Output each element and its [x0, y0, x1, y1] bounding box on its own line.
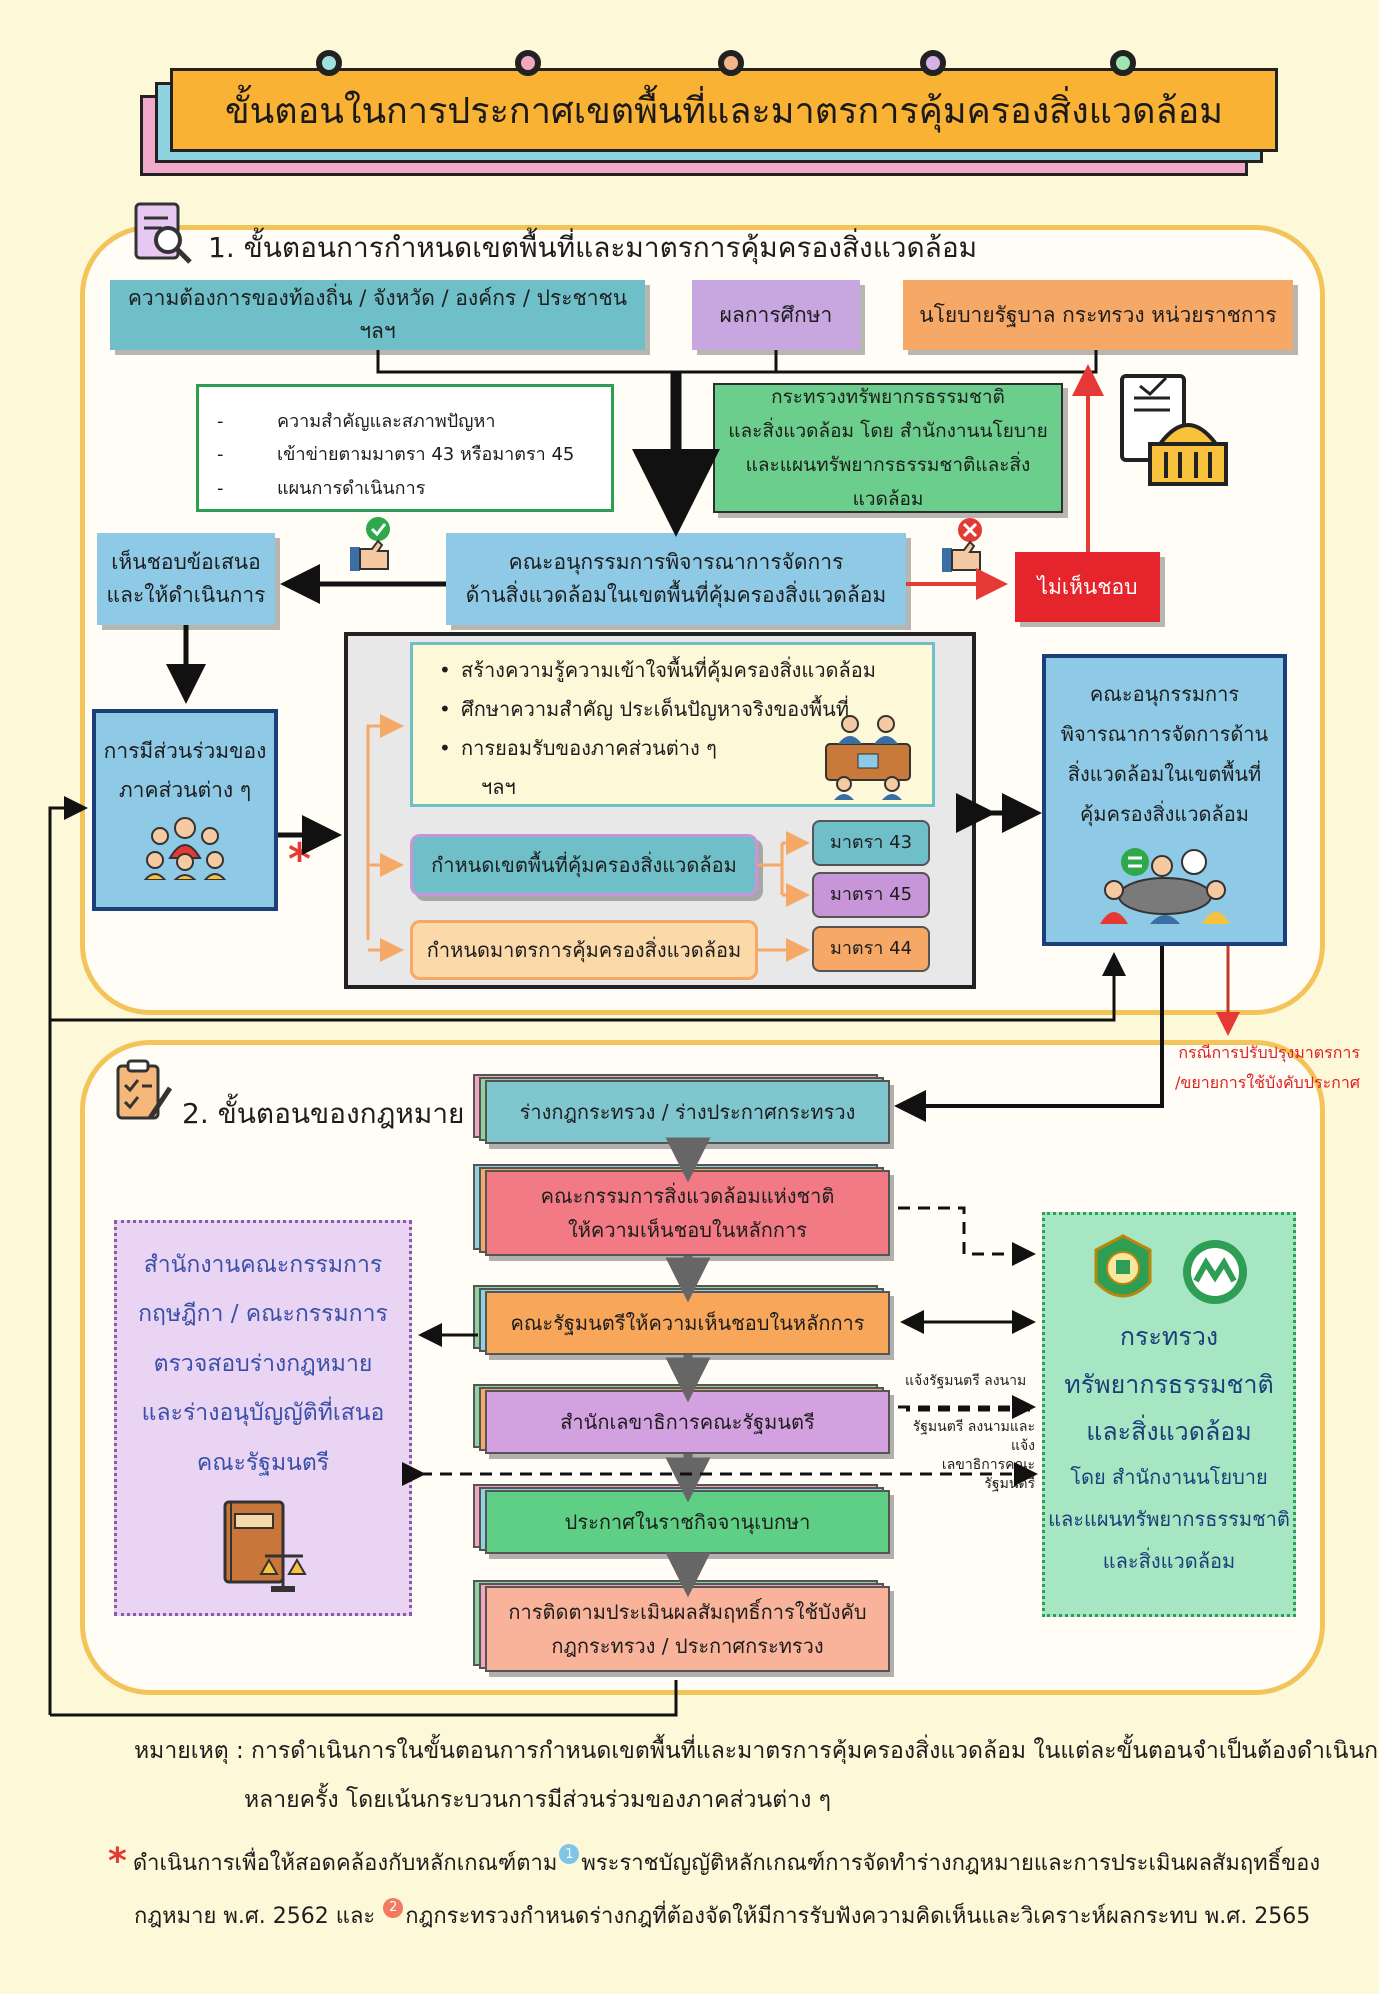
ministry-small-line: และสิ่งแวดล้อม: [1102, 1548, 1236, 1573]
gov-policy-box: นโยบายรัฐบาล กระทรวง หน่วยราชการ: [903, 280, 1293, 350]
ministry-small-line: และแผนทรัพยากรธรรมชาติ: [1048, 1506, 1290, 1531]
footnote-number-badge: 2: [383, 1897, 404, 1918]
section2-heading: 2. ขั้นตอนของกฎหมาย: [182, 1097, 465, 1130]
council-line: ตรวจสอบร่างกฎหมาย: [153, 1350, 373, 1377]
revision-note-line: กรณีการปรับปรุงมาตรการ: [1178, 1043, 1360, 1062]
council-line: สำนักงานคณะกรรมการ: [143, 1252, 383, 1278]
council-box: สำนักงานคณะกรรมการ กฤษฎีกา / คณะกรรมการ …: [114, 1220, 412, 1616]
footnote-line-2: กฎหมาย พ.ศ. 2562 และ 2 กฎกระทรวงกำหนดร่า…: [134, 1897, 1311, 1933]
ministry-box: กระทรวงทรัพยากรธรรมชาติ และสิ่งแวดล้อม โ…: [713, 383, 1063, 513]
section44-box: มาตรา 44: [812, 926, 930, 972]
criteria-item: เข้าข่ายตามมาตรา 43 หรือมาตรา 45: [277, 444, 575, 466]
criteria-item: แผนการดำเนินการ: [277, 477, 426, 499]
law-step-text: ร่างกฎกระทรวง / ร่างประกาศกระทรวง: [485, 1080, 890, 1144]
ring-decoration: [920, 50, 946, 76]
revision-note-line: /ขยายการใช้บังคับประกาศ: [1175, 1073, 1360, 1093]
subcommittee-line: คณะอนุกรรมการพิจารณาการจัดการ: [508, 550, 844, 575]
checklist-icon: [112, 1058, 174, 1124]
ring-decoration: [1110, 50, 1136, 76]
bullet-item: สร้างความรู้ความเข้าใจพื้นที่คุ้มครองสิ่…: [439, 651, 932, 690]
ring-decoration: [718, 50, 744, 76]
ministry-right-box: กระทรวง ทรัพยากรธรรมชาติ และสิ่งแวดล้อม …: [1042, 1212, 1296, 1617]
ministry-line: กระทรวงทรัพยากรธรรมชาติ: [771, 385, 1005, 408]
subcommittee-right-line: พิจารณาการจัดการด้าน: [1060, 722, 1269, 746]
bullet-item: การยอมรับของภาคส่วนต่าง ๆ: [439, 729, 932, 768]
logos-row: [1088, 1231, 1250, 1313]
section1-heading: 1. ขั้นตอนการกำหนดเขตพื้นที่และมาตรการคุ…: [208, 231, 978, 264]
footnote-text: พระราชบัญญัติหลักเกณฑ์การจัดทำร่างกฎหมาย…: [581, 1850, 1321, 1876]
council-line: และร่างอนุบัญญัติที่เสนอ: [141, 1400, 385, 1427]
ring-decoration: [515, 50, 541, 76]
approve-line: และให้ดำเนินการ: [106, 583, 266, 607]
footnote-line-1: * ดำเนินการเพื่อให้สอดคล้องกับหลักเกณฑ์ต…: [108, 1844, 1320, 1880]
participation-line: การมีส่วนร่วมของ: [103, 739, 267, 763]
subcommittee-right-line: สิ่งแวดล้อมในเขตพื้นที่: [1067, 762, 1262, 786]
law-step-text: ให้ความเห็นชอบในหลักการ: [567, 1218, 807, 1242]
criteria-item: ความสำคัญและสภาพปัญหา: [277, 411, 496, 432]
criteria-box: -ความสำคัญและสภาพปัญหา -เข้าข่ายตามมาตรา…: [196, 384, 614, 512]
subcommittee-right-line: คณะอนุกรรมการ: [1089, 682, 1240, 706]
bullets-box: สร้างความรู้ความเข้าใจพื้นที่คุ้มครองสิ่…: [410, 642, 935, 807]
council-line: คณะรัฐมนตรี: [196, 1449, 330, 1476]
law-book-icon: [213, 1496, 313, 1596]
search-doc-icon: [128, 200, 198, 266]
onep-logo-icon: [1180, 1237, 1250, 1307]
footnote-text: ดำเนินการเพื่อให้สอดคล้องกับหลักเกณฑ์ตาม: [132, 1850, 558, 1876]
law-step-text: คณะกรรมการสิ่งแวดล้อมแห่งชาติ: [540, 1184, 835, 1208]
footnote-number-badge: 1: [559, 1844, 580, 1864]
people-group-icon: [140, 810, 230, 881]
subcommittee-box: คณะอนุกรรมการพิจารณาการจัดการ ด้านสิ่งแว…: [446, 533, 906, 625]
law-step-text: การติดตามประเมินผลสัมฤทธิ์การใช้บังคับ: [508, 1600, 867, 1624]
law-step-1: ร่างกฎกระทรวง / ร่างประกาศกระทรวง: [473, 1074, 890, 1144]
subcommittee-right-box: คณะอนุกรรมการ พิจารณาการจัดการด้าน สิ่งแ…: [1042, 654, 1287, 946]
document-building-icon: [1110, 370, 1230, 490]
law-step-text: กฎกระทรวง / ประกาศกระทรวง: [551, 1634, 824, 1658]
bullet-item-etc: ฯลฯ: [481, 775, 516, 799]
define-measures-box: กำหนดมาตรการคุ้มครองสิ่งแวดล้อม: [410, 920, 758, 980]
section45-box: มาตรา 45: [812, 872, 930, 918]
ministry-line: และสิ่งแวดล้อม โดย สำนักงานนโยบาย: [728, 419, 1048, 442]
ring-decoration: [316, 50, 342, 76]
note-line-2: หลายครั้ง โดยเน้นกระบวนการมีส่วนร่วมของภ…: [244, 1787, 831, 1813]
title-banner: ขั้นตอนในการประกาศเขตพื้นที่และมาตรการคุ…: [170, 68, 1278, 152]
reject-hand-icon: [940, 516, 986, 580]
law-step-6: การติดตามประเมินผลสัมฤทธิ์การใช้บังคับ ก…: [473, 1580, 890, 1672]
note-line-1: หมายเหตุ : การดำเนินการในขั้นตอนการกำหนด…: [134, 1733, 1379, 1769]
revision-note: กรณีการปรับปรุงมาตรการ /ขยายการใช้บังคับ…: [1170, 1038, 1360, 1099]
section43-box: มาตรา 43: [812, 820, 930, 866]
participation-line: ภาคส่วนต่าง ๆ: [118, 777, 252, 802]
study-results-box: ผลการศึกษา: [692, 280, 860, 350]
ministry-seal-icon: [1088, 1234, 1158, 1310]
ministry-big-line: กระทรวง: [1119, 1322, 1219, 1351]
bullet-item: ศึกษาความสำคัญ ประเด็นปัญหาจริงของพื้นที…: [439, 690, 932, 729]
subcommittee-right-line: คุ้มครองสิ่งแวดล้อม: [1080, 802, 1249, 826]
minister-sign-line: รัฐมนตรี ลงนามและแจ้ง: [912, 1419, 1035, 1454]
note-label: หมายเหตุ :: [134, 1738, 244, 1764]
thumbs-up-icon: [348, 515, 394, 579]
note-text: การดำเนินการในขั้นตอนการกำหนดเขตพื้นที่แ…: [251, 1738, 1379, 1764]
ministry-line: และแผนทรัพยากรธรรมชาติและสิ่งแวดล้อม: [745, 454, 1031, 511]
local-needs-box: ความต้องการของท้องถิ่น / จังหวัด / องค์ก…: [110, 280, 645, 350]
notify-minister-label: แจ้งรัฐมนตรี ลงนาม: [905, 1373, 1027, 1389]
define-area-box: กำหนดเขตพื้นที่คุ้มครองสิ่งแวดล้อม: [410, 834, 758, 896]
ministry-big-line: ทรัพยากรธรรมชาติ: [1064, 1369, 1274, 1399]
conference-icon: [1090, 834, 1240, 924]
council-line: กฤษฎีกา / คณะกรรมการ: [138, 1301, 388, 1328]
footnote-text: กฎหมาย พ.ศ. 2562 และ: [134, 1904, 376, 1929]
subcommittee-line: ด้านสิ่งแวดล้อมในเขตพื้นที่คุ้มครองสิ่งแ…: [465, 583, 887, 607]
approve-box: เห็นชอบข้อเสนอ และให้ดำเนินการ: [97, 533, 275, 625]
reject-box: ไม่เห็นชอบ: [1015, 552, 1160, 622]
participation-box: การมีส่วนร่วมของ ภาคส่วนต่าง ๆ: [92, 709, 278, 911]
footnote-text: กฎกระทรวงกำหนดร่างกฎที่ต้องจัดให้มีการรั…: [405, 1904, 1311, 1929]
ministry-big-line: และสิ่งแวดล้อม: [1086, 1417, 1252, 1446]
page-title: ขั้นตอนในการประกาศเขตพื้นที่และมาตรการคุ…: [225, 90, 1223, 132]
ministry-small-line: โดย สำนักงานนโยบาย: [1070, 1464, 1268, 1489]
footnote-star: *: [108, 1841, 127, 1882]
approve-line: เห็นชอบข้อเสนอ: [111, 550, 261, 575]
meeting-icon: [820, 710, 916, 800]
